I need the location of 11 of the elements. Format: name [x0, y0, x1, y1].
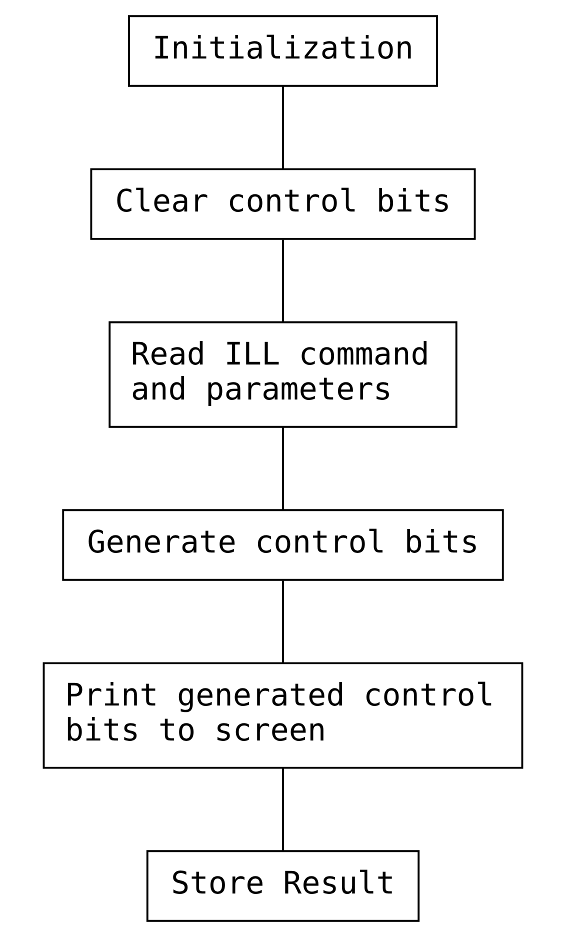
node-box: Generate control bits [62, 509, 504, 581]
node-box: Print generated control bits to screen [42, 662, 523, 769]
node-box: Store Result [146, 850, 420, 922]
node-box: Initialization [128, 15, 438, 87]
node-box: Read ILL command and parameters [108, 321, 457, 428]
connector [282, 768, 284, 851]
connector [282, 86, 284, 170]
connector [282, 580, 284, 663]
connector [282, 427, 284, 510]
node-box: Clear control bits [90, 168, 476, 240]
connector [282, 240, 284, 322]
